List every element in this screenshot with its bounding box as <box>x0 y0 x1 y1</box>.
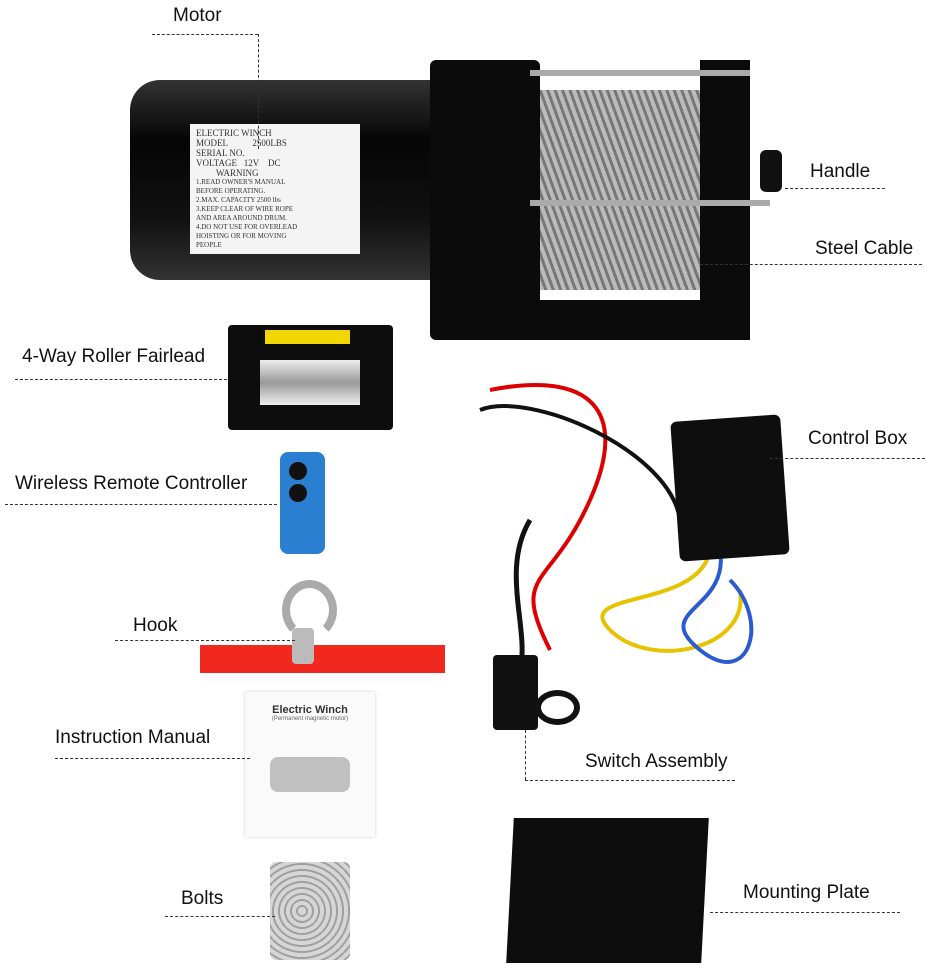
fairlead-warning-sticker <box>265 330 350 344</box>
bolts-bag <box>270 862 350 960</box>
manual-subtitle: (Permanent magnetic motor) <box>271 716 349 722</box>
hook <box>282 580 337 640</box>
label-mounting-plate: Mounting Plate <box>743 882 870 903</box>
label-motor: Motor <box>173 5 222 26</box>
winch-base <box>450 300 740 340</box>
label-control-box: Control Box <box>808 428 908 449</box>
hook-strap <box>200 645 445 673</box>
switch-clamp <box>535 690 580 725</box>
steel-cable-drum <box>540 90 710 290</box>
instruction-manual: Electric Winch (Permanent magnetic motor… <box>245 692 375 837</box>
label-hook: Hook <box>133 615 178 636</box>
winch-gear-housing <box>430 60 540 340</box>
remote-button <box>289 484 307 502</box>
plate-w4: 4.DO NOT USE FOR OVERLEAD HOISTING OR FO… <box>196 223 298 249</box>
label-fairlead: 4-Way Roller Fairlead <box>22 346 206 367</box>
manual-title: Electric Winch <box>272 704 348 716</box>
label-remote: Wireless Remote Controller <box>15 473 248 494</box>
label-handle: Handle <box>810 161 871 182</box>
label-manual: Instruction Manual <box>55 727 211 748</box>
plate-w2: 2.MAX. CAPACITY 2500 lbs <box>196 196 281 204</box>
switch-assembly <box>493 655 538 730</box>
label-steel-cable: Steel Cable <box>815 238 914 259</box>
tie-rod <box>530 200 770 206</box>
tie-rod <box>530 70 750 76</box>
plate-warning: WARNING <box>216 168 259 178</box>
plate-title: ELECTRIC WINCH <box>196 128 272 138</box>
motor-label-plate: ELECTRIC WINCH MODEL 2500LBS SERIAL NO. … <box>190 124 360 254</box>
wiring-harness <box>479 382 754 671</box>
fairlead-rollers <box>260 360 360 405</box>
remote-button <box>289 462 307 480</box>
label-switch: Switch Assembly <box>585 751 728 772</box>
manual-illustration <box>270 757 350 792</box>
control-box <box>670 414 790 562</box>
hook-shackle <box>292 628 314 664</box>
plate-w3: 3.KEEP CLEAR OF WIRE ROPE AND AREA AROUN… <box>196 205 294 222</box>
plate-model: MODEL 2500LBS <box>196 138 287 148</box>
label-bolts: Bolts <box>181 888 224 909</box>
plate-serial: SERIAL NO. <box>196 148 245 158</box>
plate-voltage: VOLTAGE 12V DC <box>196 158 281 168</box>
mounting-plate <box>506 818 709 963</box>
handle-knob <box>760 150 782 192</box>
plate-w1: 1.READ OWNER'S MANUAL BEFORE OPERATING. <box>196 178 286 195</box>
